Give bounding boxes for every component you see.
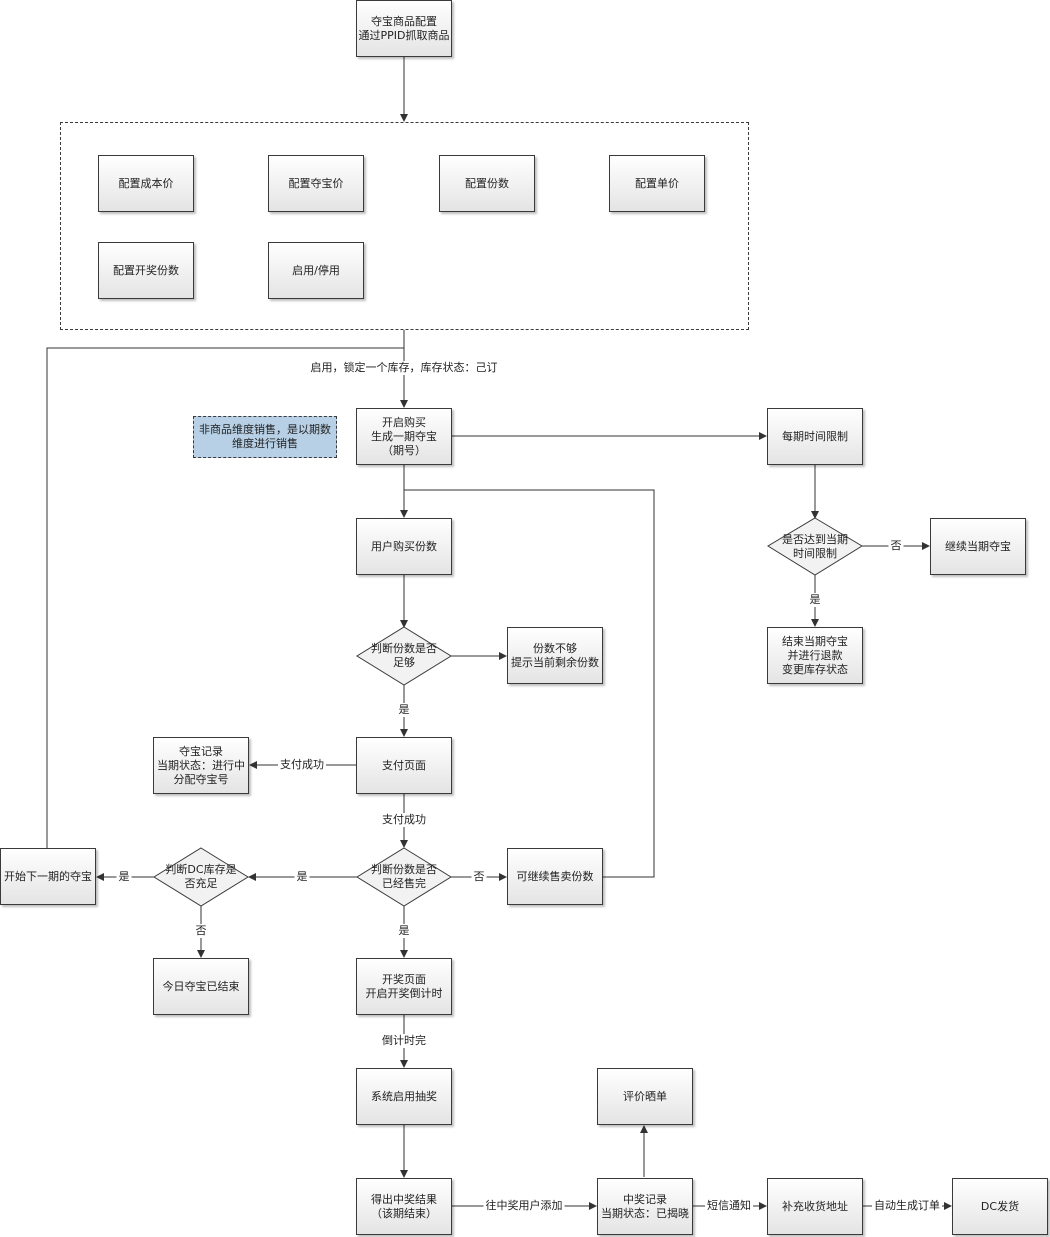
- node-config-duobao-price[interactable]: 配置夺宝价: [268, 155, 364, 212]
- decision-reach-limit-shape: [767, 517, 863, 576]
- node-pay[interactable]: 支付页面: [356, 737, 452, 794]
- node-config-unit-price[interactable]: 配置单价: [609, 155, 705, 212]
- node-ship[interactable]: DC发货: [952, 1178, 1048, 1235]
- label-auto-order: 自动生成订单: [872, 1199, 942, 1213]
- node-user-buy[interactable]: 用户购买份数: [356, 518, 452, 575]
- label-no-continue: 否: [888, 539, 904, 553]
- node-open-buy[interactable]: 开启购买 生成一期夺宝 （期号）: [356, 408, 452, 465]
- node-draw-page[interactable]: 开奖页面 开启开奖倒计时: [356, 958, 452, 1015]
- node-continue-period[interactable]: 继续当期夺宝: [930, 518, 1026, 575]
- label-yes-draw: 是: [396, 924, 412, 938]
- decision-reach-limit[interactable]: 是否达到当期 时间限制: [782, 532, 848, 560]
- node-source[interactable]: 夺宝商品配置 通过PPID抓取商品: [356, 0, 452, 57]
- node-config-draw-shares[interactable]: 配置开奖份数: [98, 242, 194, 299]
- note-period-sales: 非商品维度销售，是以期数 维度进行销售: [193, 416, 337, 458]
- node-not-enough[interactable]: 份数不够 提示当前剩余份数: [507, 627, 603, 684]
- config-group: [60, 122, 749, 330]
- edge-cansell-loop: [404, 489, 655, 878]
- edge-next-loop: [46, 347, 404, 848]
- label-sms: 短信通知: [705, 1199, 753, 1213]
- label-countdown: 倒计时完: [380, 1034, 428, 1048]
- node-win-record[interactable]: 中奖记录 当期状态：已揭晓: [597, 1178, 693, 1235]
- label-yes-next: 是: [116, 870, 132, 884]
- node-review[interactable]: 评价晒单: [597, 1068, 693, 1125]
- node-end-period[interactable]: 结束当期夺宝 并进行退款 变更库存状态: [767, 627, 863, 684]
- node-next-period[interactable]: 开始下一期的夺宝: [0, 848, 96, 905]
- label-add-winner: 往中奖用户添加: [483, 1199, 565, 1213]
- node-today-end[interactable]: 今日夺宝已结束: [153, 958, 249, 1015]
- label-no-todayend: 否: [193, 924, 209, 938]
- label-pay-success-soldout: 支付成功: [380, 813, 428, 827]
- node-address[interactable]: 补充收货地址: [767, 1178, 863, 1235]
- node-config-enable[interactable]: 启用/停用: [268, 242, 364, 299]
- node-lottery[interactable]: 系统启用抽奖: [356, 1068, 452, 1125]
- node-can-sell[interactable]: 可继续售卖份数: [507, 848, 603, 905]
- decision-enough[interactable]: 判断份数是否 足够: [371, 642, 437, 669]
- decision-sold-out[interactable]: 判断份数是否 已经售完: [371, 863, 437, 890]
- label-yes-end: 是: [807, 593, 823, 607]
- label-no-cansell: 否: [471, 870, 487, 884]
- decision-dc-stock[interactable]: 判断DC库存是 否充足: [165, 863, 237, 890]
- decision-dc-stock-shape: [153, 847, 249, 907]
- node-time-limit[interactable]: 每期时间限制: [767, 408, 863, 465]
- label-yes-dc: 是: [294, 870, 310, 884]
- label-enable-lock: 启用，锁定一个库存，库存状态：己订: [308, 361, 500, 375]
- node-result[interactable]: 得出中奖结果 （该期结束）: [356, 1178, 452, 1235]
- node-config-cost-price[interactable]: 配置成本价: [98, 155, 194, 212]
- node-config-shares[interactable]: 配置份数: [439, 155, 535, 212]
- node-record[interactable]: 夺宝记录 当期状态：进行中 分配夺宝号: [153, 737, 249, 794]
- label-pay-success-record: 支付成功: [278, 758, 326, 772]
- decision-sold-out-shape: [356, 847, 452, 907]
- label-yes-pay: 是: [396, 703, 412, 717]
- decision-enough-shape: [356, 626, 452, 686]
